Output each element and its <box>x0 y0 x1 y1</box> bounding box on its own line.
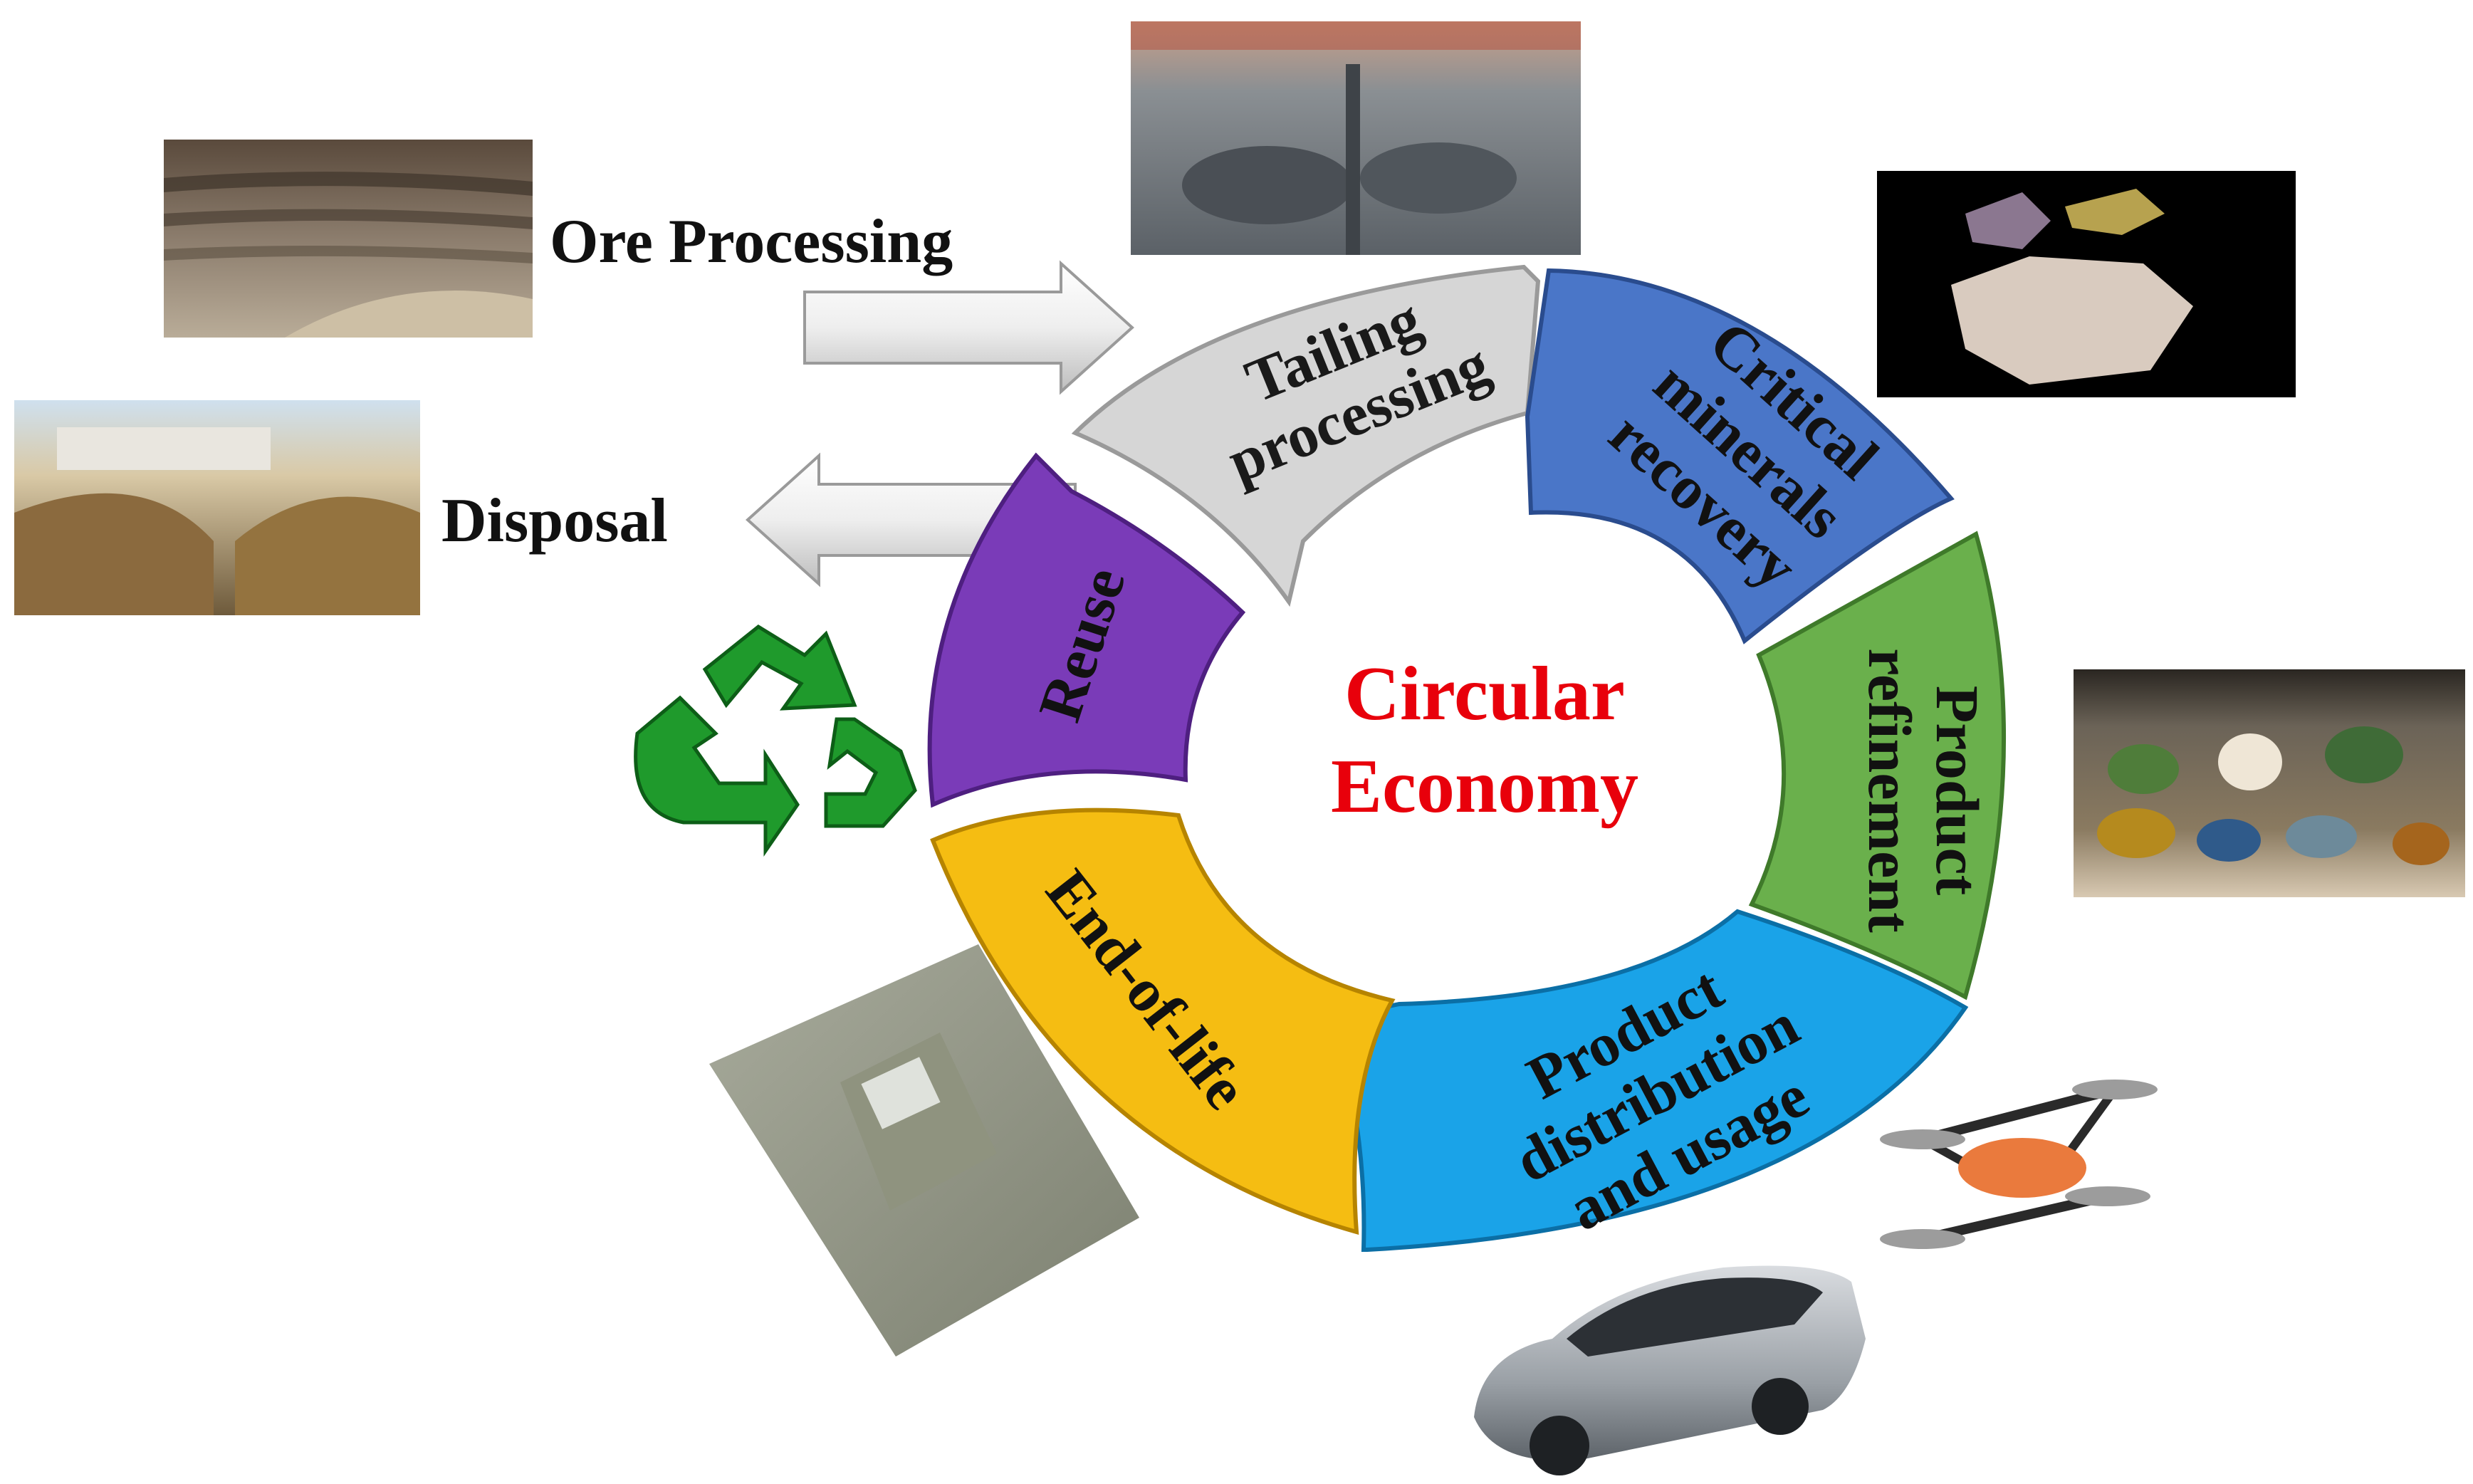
segment-reuse <box>927 452 1246 808</box>
segment-refinement <box>1748 531 2007 1000</box>
drone-icon <box>1880 1080 2158 1249</box>
center-line-2: Economy <box>1331 744 1638 829</box>
ore-processing-label: Ore Processing <box>550 207 953 276</box>
recycle-icon <box>634 624 917 857</box>
segment-refinement-label: Product refinement <box>1856 648 1992 933</box>
segment-eol <box>930 808 1396 1235</box>
mineral-display-photo <box>2074 669 2465 897</box>
segment-critical <box>1525 268 1955 644</box>
center-line-1: Circular <box>1344 652 1625 736</box>
ring <box>927 264 2007 1252</box>
center-title: Circular Economy <box>1331 652 1638 829</box>
recycle-bin-photo <box>709 944 1139 1357</box>
segment-tailing <box>1071 264 1541 607</box>
segment-distribution <box>1329 909 1969 1252</box>
open-pit-mine-photo <box>164 140 533 338</box>
tailings-disposal-photo <box>14 400 420 615</box>
refinement-line-1: Product <box>1923 686 1992 896</box>
disposal-label: Disposal <box>441 486 668 555</box>
ore-processing-arrow <box>803 260 1134 395</box>
mineral-rocks-photo <box>1877 171 2296 397</box>
processing-plant-photo <box>1131 21 1581 255</box>
refinement-line-2: refinement <box>1856 648 1924 933</box>
electric-car-icon <box>1474 1265 1866 1475</box>
